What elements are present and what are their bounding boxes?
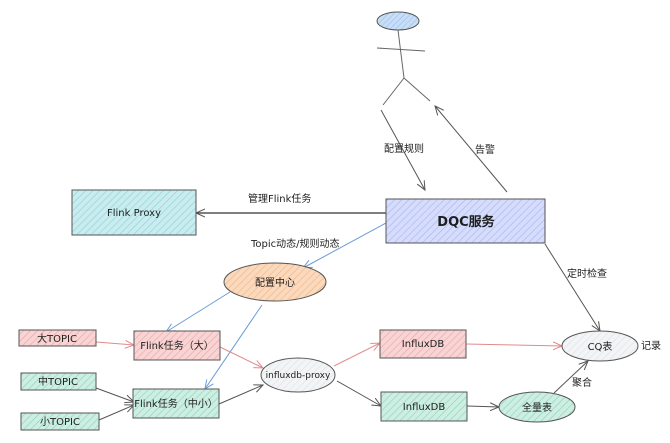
edge-aggregate bbox=[553, 361, 588, 394]
edge-proxy-to-influx-green bbox=[336, 380, 381, 406]
user-neck-body bbox=[397, 29, 405, 79]
label-scheduled-check: 定时检查 bbox=[567, 267, 607, 280]
node-full-table[interactable]: 全量表 bbox=[498, 391, 576, 423]
node-cq-table[interactable]: CQ表 bbox=[561, 330, 639, 362]
label-record: 记录 bbox=[641, 340, 661, 352]
user-left-leg bbox=[382, 77, 405, 106]
node-influxdb-proxy-label: influxdb-proxy bbox=[266, 371, 331, 381]
edge-topic-dynamic bbox=[303, 222, 387, 268]
node-small-topic[interactable]: 小TOPIC bbox=[20, 412, 100, 431]
node-config-center-label: 配置中心 bbox=[255, 276, 295, 289]
node-influxdb-green[interactable]: InfluxDB bbox=[380, 391, 468, 422]
edge-small-topic bbox=[98, 405, 134, 421]
user-right-leg bbox=[403, 77, 431, 102]
node-big-topic[interactable]: 大TOPIC bbox=[18, 329, 97, 347]
user-stick-figure-icon bbox=[376, 11, 431, 106]
label-topic-dynamic: Topic动态/规则动态 bbox=[250, 237, 340, 250]
edge-alert bbox=[435, 106, 508, 193]
edge-config-rules bbox=[380, 109, 425, 190]
node-flink-small-label: Flink任务（中小） bbox=[134, 397, 217, 410]
node-influxdb-red-label: InfluxDB bbox=[402, 339, 445, 350]
edge-mid-topic bbox=[95, 387, 134, 402]
node-influxdb-proxy[interactable]: influxdb-proxy bbox=[260, 357, 336, 393]
node-flink-proxy[interactable]: Flink Proxy bbox=[71, 189, 197, 236]
node-flink-small[interactable]: Flink任务（中小） bbox=[132, 388, 220, 419]
node-small-topic-label: 小TOPIC bbox=[40, 416, 80, 428]
label-config-rules: 配置规则 bbox=[384, 142, 424, 155]
edge-scheduled-check bbox=[544, 243, 600, 331]
node-mid-topic[interactable]: 中TOPIC bbox=[20, 372, 97, 391]
node-config-center[interactable]: 配置中心 bbox=[223, 262, 327, 302]
node-flink-proxy-label: Flink Proxy bbox=[107, 208, 161, 219]
node-cq-table-label: CQ表 bbox=[588, 340, 613, 353]
edge-config-to-flink-big bbox=[166, 291, 231, 332]
edge-flink-small-to-proxy bbox=[218, 385, 263, 405]
node-influxdb-green-label: InfluxDB bbox=[403, 402, 446, 413]
node-flink-big-label: Flink任务（大） bbox=[140, 339, 213, 352]
node-big-topic-label: 大TOPIC bbox=[37, 332, 77, 345]
edge-influx-green-to-full bbox=[466, 406, 499, 407]
node-dqc-service[interactable]: DQC服务 bbox=[385, 198, 546, 244]
node-influxdb-red[interactable]: InfluxDB bbox=[379, 329, 467, 359]
edge-proxy-to-influx-red bbox=[333, 343, 380, 367]
label-aggregate: 聚合 bbox=[572, 376, 592, 389]
node-dqc-service-label: DQC服务 bbox=[437, 214, 495, 230]
node-flink-big[interactable]: Flink任务（大） bbox=[133, 330, 221, 361]
user-head bbox=[376, 11, 420, 31]
node-full-table-label: 全量表 bbox=[522, 401, 552, 414]
edge-config-to-flink-small bbox=[205, 304, 263, 389]
edge-influx-red-to-cq bbox=[465, 344, 562, 346]
edge-big-topic bbox=[95, 342, 134, 345]
user-arms bbox=[376, 47, 426, 52]
label-alert: 告警 bbox=[475, 143, 495, 156]
label-manage-flink: 管理Flink任务 bbox=[248, 192, 311, 205]
node-mid-topic-label: 中TOPIC bbox=[38, 375, 78, 388]
edge-flink-big-to-proxy bbox=[219, 346, 263, 368]
